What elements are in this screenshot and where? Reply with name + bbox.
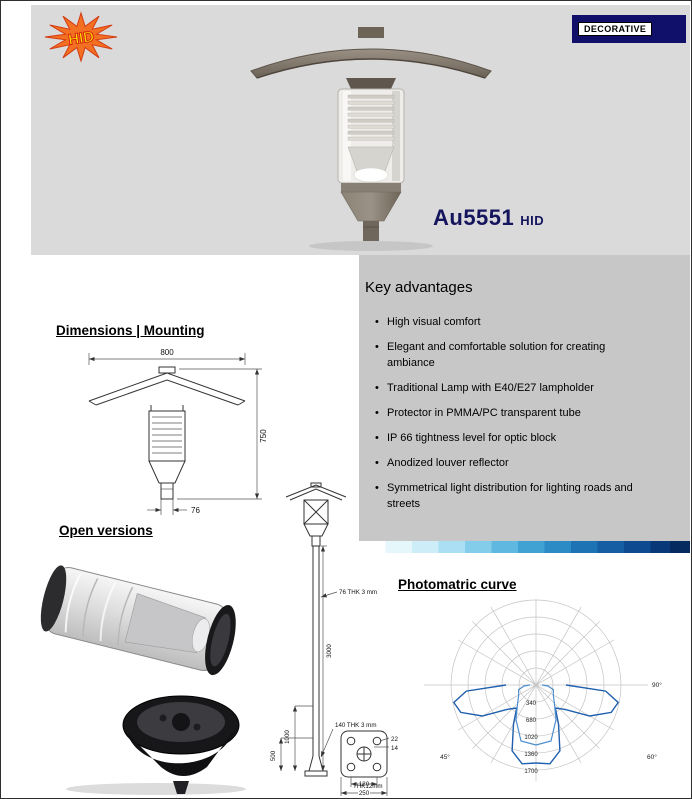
- radial-tick: 1360: [524, 752, 538, 758]
- angle-label-90: 90°: [652, 681, 662, 689]
- bolt-spacing-label: 180: [359, 781, 370, 788]
- open-lamp-cylinder: [40, 565, 236, 676]
- dim-spigot-label: 76: [191, 506, 200, 515]
- advantage-item: Traditional Lamp with E40/E27 lampholder: [373, 381, 655, 397]
- advantage-item: Anodized louver reflector: [373, 456, 655, 472]
- drawing-louvers: [152, 416, 182, 454]
- pole-lantern: [285, 482, 347, 547]
- photometric-heading: Photomatric curve: [398, 577, 517, 592]
- open-lamp-reflector: [124, 593, 206, 654]
- drawing-body: [148, 410, 186, 462]
- key-advantages-list: High visual comfort Elegant and comforta…: [373, 315, 680, 512]
- advantage-item: Protector in PMMA/PC transparent tube: [373, 406, 655, 422]
- cylinder-rear-ring: [40, 565, 67, 632]
- spigot: [363, 221, 379, 241]
- lamp-hat-rim: [256, 58, 486, 79]
- glass-highlight: [343, 91, 351, 181]
- photometric-chart: 340 680 1020 1360 1700 45° 60° 90°: [424, 599, 662, 781]
- drawing-finial: [158, 366, 176, 374]
- advantage-item: High visual comfort: [373, 315, 655, 331]
- curve-c90-c270: [515, 684, 537, 746]
- base-plate-plan: [340, 730, 388, 778]
- radial-tick-labels: 340 680 1020 1360 1700: [524, 701, 538, 775]
- product-name: Au5551 HID: [433, 205, 544, 231]
- product-lamp-type: HID: [520, 213, 545, 228]
- product-model: Au5551: [433, 205, 515, 230]
- drawing-hat-top: [88, 372, 246, 402]
- glass-shade: [392, 91, 400, 181]
- decorative-category-bar: DECORATIVE: [572, 15, 686, 43]
- dim-height-label: 750: [259, 429, 268, 443]
- drawing-hat-edge: [88, 400, 97, 406]
- photometric-curves: [452, 684, 620, 765]
- plate-width-label: 250: [359, 790, 370, 797]
- leader-line: [320, 728, 334, 758]
- open-versions-heading: Open versions: [59, 523, 153, 538]
- drawing-hat-edge: [237, 400, 246, 406]
- drawing-spigot: [160, 482, 174, 500]
- leader-line: [320, 591, 338, 598]
- curve-c90-c270: [535, 684, 557, 746]
- plate-thickness-label: THK12mm: [353, 783, 383, 790]
- lamp-glow: [353, 167, 389, 183]
- lamp-neck: [346, 78, 396, 89]
- advantage-item: Elegant and comfortable solution for cre…: [373, 340, 655, 372]
- radial-tick: 680: [526, 718, 537, 724]
- pole-top-tube-label: 76 THK 3 mm: [339, 589, 377, 596]
- photo-shadow: [66, 783, 246, 795]
- lamp-finial: [358, 27, 384, 38]
- curve-c0-c180: [535, 684, 620, 765]
- hid-badge-label: HID: [67, 28, 95, 48]
- radial-tick: 340: [526, 701, 537, 707]
- angle-label-60: 60°: [647, 753, 657, 761]
- product-photo-panel: HID: [31, 5, 690, 255]
- key-advantages-title: Key advantages: [365, 279, 473, 296]
- drawing-taper: [148, 460, 186, 484]
- open-lamp-bowl: [122, 695, 240, 794]
- pole-mid-height-label: 1000: [284, 730, 291, 744]
- louver-stack: [347, 94, 395, 141]
- pole-shaft: [304, 546, 328, 777]
- radial-tick: 1020: [524, 735, 538, 741]
- open-versions-photo: [40, 565, 246, 795]
- advantage-item: IP 66 tightness level for optic block: [373, 431, 655, 447]
- base-taper: [340, 191, 402, 222]
- pole-mounting-drawing: 76 THK 3 mm 3000 1000 500 140 THK 3 mm 2…: [270, 482, 398, 797]
- dim-width-label: 800: [160, 348, 174, 357]
- radial-tick: 1700: [524, 769, 538, 775]
- starburst-shape: [44, 11, 118, 63]
- leader-line: [379, 737, 390, 742]
- pole-height-label: 3000: [326, 644, 333, 658]
- key-advantages-panel: Key advantages High visual comfort Elega…: [359, 255, 690, 553]
- hole-dim-22-label: 22: [391, 736, 398, 743]
- lamp-hat: [250, 48, 492, 79]
- hole-dim-14-label: 14: [391, 745, 398, 752]
- product-photo: [250, 27, 492, 251]
- blue-gradient-strip: [359, 541, 690, 553]
- curve-c0-c180: [452, 684, 537, 765]
- angle-label-45: 45°: [440, 753, 450, 761]
- photo-shadow: [309, 241, 433, 251]
- drawing-hat-bottom: [95, 379, 239, 406]
- dimensions-drawing: 800 750 76: [88, 348, 268, 515]
- pole-base-tube-label: 140 THK 3 mm: [335, 722, 377, 729]
- lower-collar: [341, 183, 401, 192]
- angle-labels: 45° 60° 90°: [440, 681, 662, 761]
- pole-low-height-label: 500: [270, 750, 277, 761]
- decorative-badge: DECORATIVE: [578, 22, 653, 36]
- dimensions-heading: Dimensions | Mounting: [56, 323, 205, 338]
- advantage-item: Symmetrical light distribution for light…: [373, 481, 655, 513]
- hid-badge: HID: [44, 11, 118, 63]
